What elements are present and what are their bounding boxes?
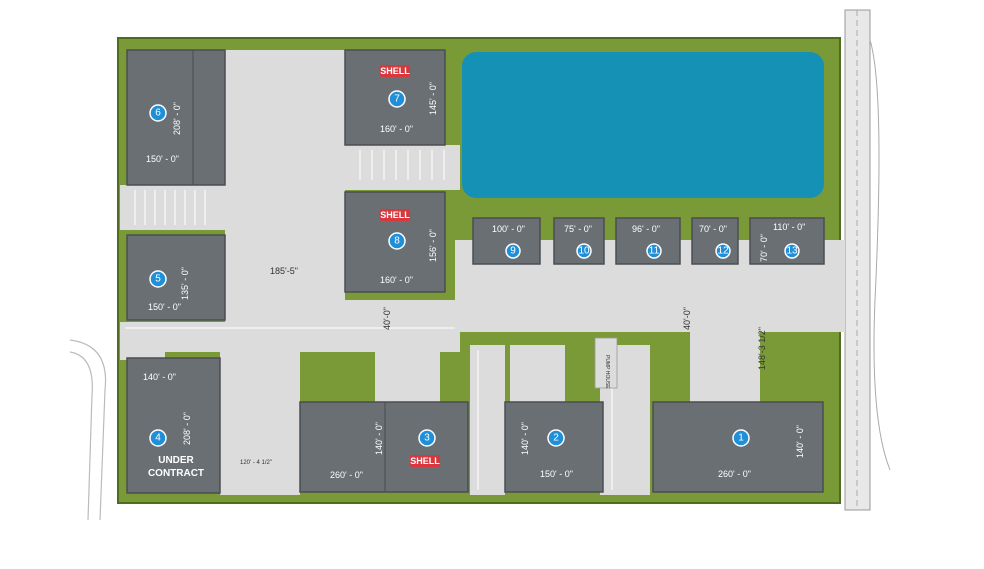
building-4-width: 140' - 0"	[143, 372, 176, 382]
building-8-shell: SHELL	[380, 210, 410, 220]
building-4-status-line2: CONTRACT	[148, 468, 204, 479]
building-6[interactable]: 150' - 0" 208' - 0" 6	[126, 49, 226, 186]
building-2[interactable]: 2 150' - 0" 140' - 0"	[504, 401, 604, 493]
building-1-number: 1	[738, 433, 744, 444]
building-2-number: 2	[553, 433, 559, 444]
building-13-height: 70' - 0"	[759, 234, 769, 262]
building-3-height: 140' - 0"	[374, 422, 384, 455]
building-3-width: 260' - 0"	[330, 470, 363, 480]
building-6-badge	[149, 104, 167, 122]
building-2-width: 150' - 0"	[540, 469, 573, 479]
building-8[interactable]: SHELL 8 160' - 0" 156' - 0"	[344, 191, 446, 293]
building-6-number: 6	[155, 108, 161, 119]
building-1[interactable]: 1 260' - 0" 140' - 0"	[652, 401, 824, 493]
building-10-width: 75' - 0"	[564, 224, 592, 234]
building-5-number: 5	[155, 274, 161, 285]
building-7-shell-tag	[380, 65, 410, 77]
pump-house-label: PUMP HOUSE	[604, 355, 610, 389]
building-3-shell: SHELL	[410, 456, 440, 466]
building-7[interactable]: SHELL 7 160' - 0" 145' - 0"	[344, 49, 446, 146]
building-5-width: 150' - 0"	[148, 302, 181, 312]
building-9-number: 9	[510, 246, 516, 257]
building-8-width: 160' - 0"	[380, 275, 413, 285]
building-2-height: 140' - 0"	[520, 422, 530, 455]
pump-house: PUMP HOUSE	[594, 337, 618, 389]
building-7-shell: SHELL	[380, 66, 410, 76]
building-12[interactable]: 70' - 0" 12	[691, 217, 739, 265]
building-4-height: 208' - 0"	[182, 412, 192, 445]
building-11-number: 11	[649, 246, 660, 257]
building-6-width: 150' - 0"	[146, 154, 179, 164]
building-13-width: 110' - 0"	[773, 222, 805, 232]
road	[844, 9, 891, 511]
building-5-height: 135' - 0"	[180, 267, 190, 300]
building-3-number: 3	[424, 433, 430, 444]
building-9-width: 100' - 0"	[492, 224, 525, 234]
building-8-number: 8	[394, 236, 400, 247]
building-11-width: 96' - 0"	[632, 224, 660, 234]
building-5[interactable]: 5 150' - 0" 135' - 0"	[126, 234, 226, 321]
retention-pond	[462, 52, 824, 198]
building-9[interactable]: 100' - 0" 9	[472, 217, 541, 265]
dim-drive-a: 185'-5"	[270, 266, 298, 276]
building-8-shell-tag	[380, 209, 410, 221]
building-1-width: 260' - 0"	[718, 469, 751, 479]
building-12-number: 12	[717, 246, 729, 257]
building-1-height: 140' - 0"	[795, 425, 805, 458]
dim-drive-e: 120' - 4 1/2"	[240, 460, 272, 466]
building-10[interactable]: 75' - 0" 10	[553, 217, 605, 265]
building-4-number: 4	[155, 433, 161, 444]
building-4[interactable]: 140' - 0" 208' - 0" 4 UNDER CONTRACT	[126, 357, 221, 494]
building-12-width: 70' - 0"	[699, 224, 727, 234]
dim-drive-b: 40'-0"	[382, 307, 392, 330]
building-10-number: 10	[578, 246, 590, 257]
building-3[interactable]: 3 SHELL 260' - 0" 140' - 0"	[299, 401, 469, 493]
building-6-height: 208' - 0"	[172, 102, 182, 135]
building-7-width: 160' - 0"	[380, 124, 413, 134]
building-8-height: 156' - 0"	[428, 229, 438, 262]
dim-drive-c: 40'-0"	[682, 307, 692, 330]
building-7-number: 7	[394, 94, 400, 105]
building-11[interactable]: 96' - 0" 11	[615, 217, 681, 265]
left-road-curve	[69, 339, 107, 521]
building-13[interactable]: 110' - 0" 70' - 0" 13	[749, 217, 825, 265]
parking-stalls	[125, 150, 613, 490]
building-13-number: 13	[786, 246, 798, 257]
building-4-status-line1: UNDER	[158, 455, 194, 466]
dim-drive-d: 148'-3 1/2"	[757, 327, 767, 370]
building-7-height: 145' - 0"	[428, 82, 438, 115]
